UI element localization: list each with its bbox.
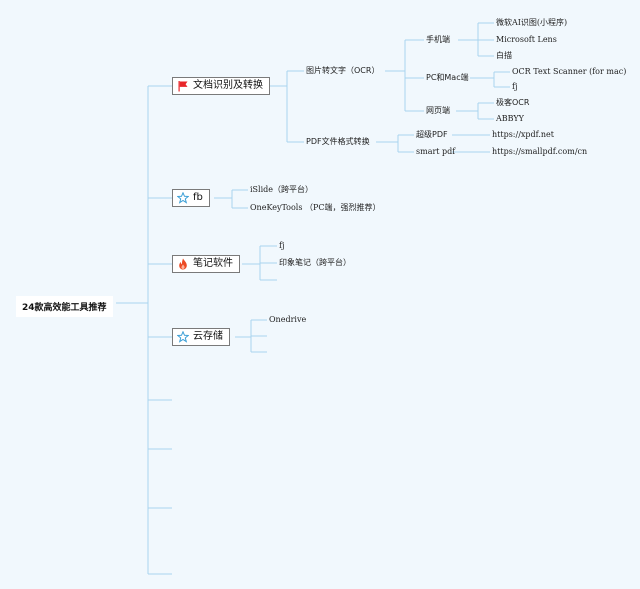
star-icon: [177, 192, 189, 204]
fire-icon: [177, 258, 189, 270]
mobile-item[interactable]: Microsoft Lens: [496, 35, 557, 44]
mobile-item[interactable]: 白描: [496, 51, 512, 60]
branch-notes-label: 笔记软件: [193, 258, 233, 269]
web-node[interactable]: 网页端: [426, 106, 450, 115]
branch-cloud-label: 云存储: [193, 331, 223, 342]
fb-item[interactable]: iSlide（跨平台）: [250, 185, 314, 194]
ocr-node[interactable]: 图片转文字（OCR）: [306, 66, 380, 75]
root-topic[interactable]: 24款高效能工具推荐: [16, 296, 113, 317]
pcmac-item[interactable]: fj: [512, 82, 518, 91]
pcmac-node[interactable]: PC和Mac端: [426, 73, 469, 82]
branch-doc-label: 文档识别及转换: [193, 80, 263, 91]
branch-cloud[interactable]: 云存储: [172, 328, 230, 346]
notes-item[interactable]: 印象笔记（跨平台）: [279, 258, 351, 267]
mobile-item[interactable]: 微软AI识图(小程序): [496, 18, 568, 27]
pdf-conversion-node[interactable]: PDF文件格式转换: [306, 137, 370, 146]
pcmac-item[interactable]: OCR Text Scanner (for mac): [512, 67, 627, 76]
mobile-node[interactable]: 手机端: [426, 35, 450, 44]
star-icon: [177, 331, 189, 343]
pdf-item-name[interactable]: 超级PDF: [416, 130, 448, 139]
fb-item[interactable]: OneKeyTools （PC端，强烈推荐）: [250, 203, 381, 212]
pdf-item-url[interactable]: https://smallpdf.com/cn: [492, 147, 588, 156]
branch-notes[interactable]: 笔记软件: [172, 255, 240, 273]
web-item[interactable]: 极客OCR: [496, 98, 530, 107]
web-item[interactable]: ABBYY: [496, 114, 524, 123]
cloud-item[interactable]: Onedrive: [269, 315, 307, 324]
notes-item[interactable]: fj: [279, 241, 285, 250]
branch-fb-label: fb: [193, 192, 203, 203]
red-flag-icon: [177, 80, 189, 92]
pdf-item-name[interactable]: smart pdf: [416, 147, 456, 156]
branch-doc-conversion[interactable]: 文档识别及转换: [172, 77, 270, 95]
pdf-item-url[interactable]: https://xpdf.net: [492, 130, 554, 139]
branch-fb[interactable]: fb: [172, 189, 210, 207]
